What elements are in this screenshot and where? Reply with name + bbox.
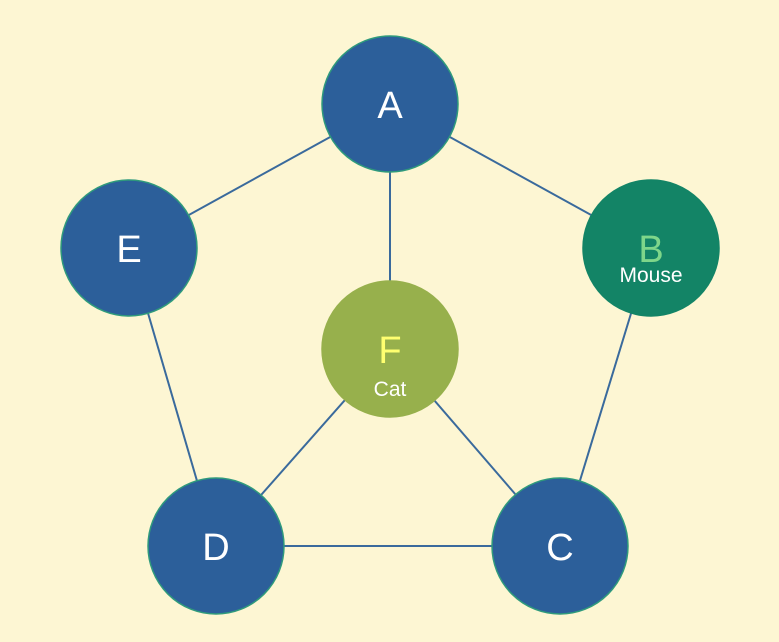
node-f[interactable]: F Cat [321, 280, 459, 418]
node-b-label: B [638, 229, 663, 271]
node-c-label: C [546, 527, 573, 569]
node-b-circle [582, 179, 720, 317]
node-f-sublabel: Cat [374, 378, 407, 401]
node-d[interactable]: D [147, 477, 285, 615]
node-b[interactable]: B Mouse [582, 179, 720, 317]
node-a-label: A [377, 85, 403, 127]
node-a[interactable]: A [321, 35, 459, 173]
node-f-label: F [378, 330, 401, 372]
node-c[interactable]: C [491, 477, 629, 615]
node-e-label: E [116, 229, 141, 271]
node-e[interactable]: E [60, 179, 198, 317]
node-f-circle [321, 280, 459, 418]
node-a-circle [321, 35, 459, 173]
node-e-circle [60, 179, 198, 317]
node-c-circle [491, 477, 629, 615]
node-d-label: D [202, 527, 229, 569]
node-b-sublabel: Mouse [619, 264, 682, 287]
node-d-circle [147, 477, 285, 615]
